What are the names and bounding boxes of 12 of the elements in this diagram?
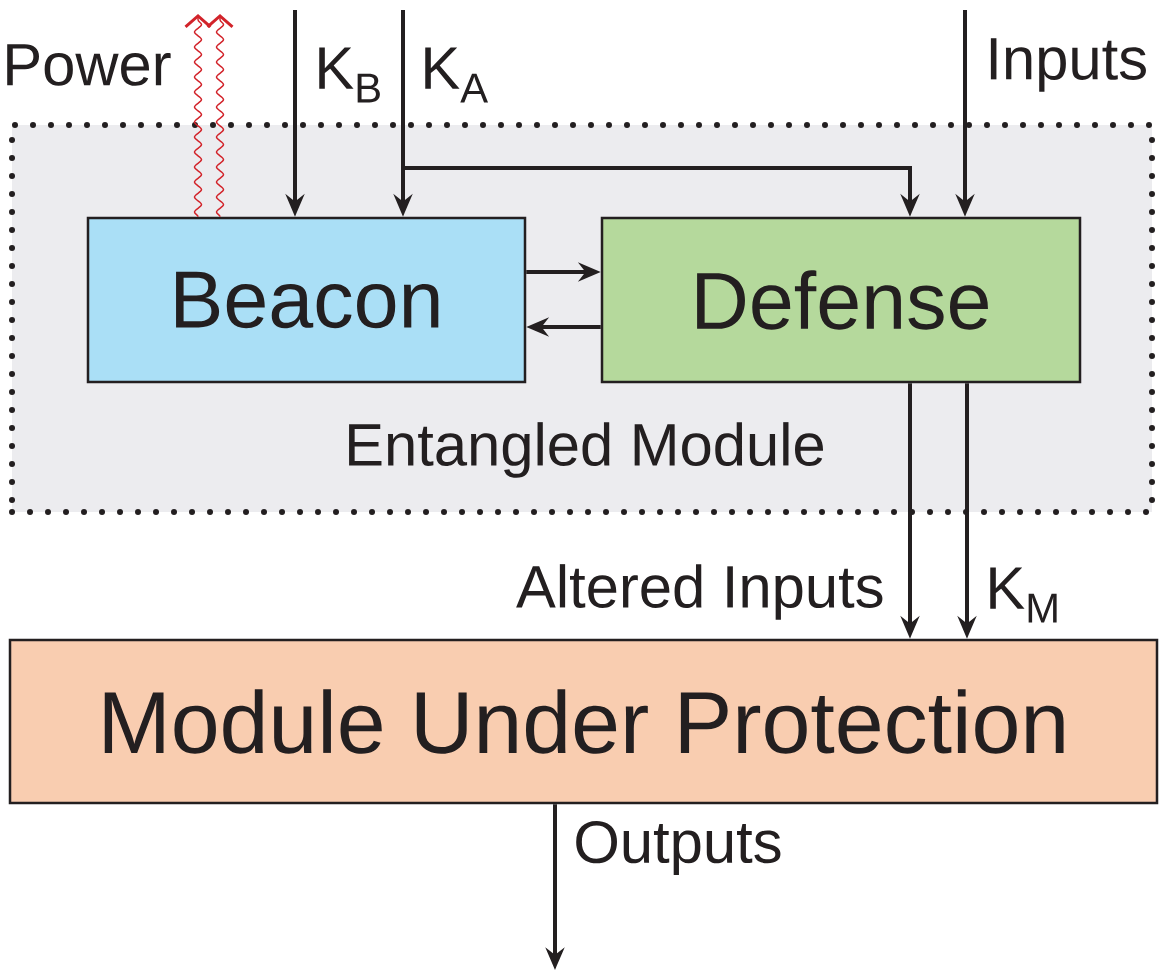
defense-box: Defense	[600, 216, 1082, 384]
edge-label: K$_{A}$	[425, 47, 489, 103]
edge-label: K$_{B}$	[319, 47, 380, 103]
edge-label: Outputs	[576, 820, 781, 876]
beacon-box: Beacon	[86, 216, 527, 384]
edge-label: K$_{M}$	[990, 567, 1057, 623]
edge-label: Power	[7, 44, 171, 86]
module-box: Module Under Protection	[8, 638, 1159, 805]
edge-label: Inputs	[990, 38, 1146, 92]
wavy-arrow	[184, 14, 212, 218]
wavy-arrow	[206, 14, 234, 218]
edge-label: Altered Inputs	[516, 564, 883, 620]
